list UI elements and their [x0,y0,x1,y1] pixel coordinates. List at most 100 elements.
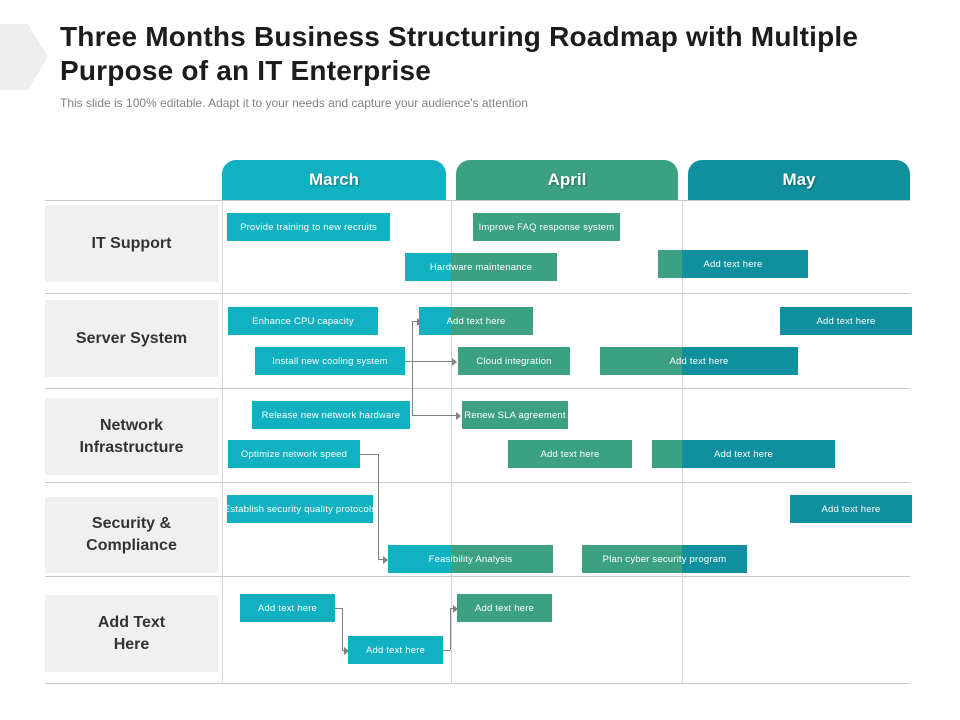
task-bar-segment-march [228,307,378,335]
connector-line [342,608,343,650]
month-tab-april[interactable]: April [456,160,678,200]
task-bar-segment-april [462,401,568,429]
month-tab-march[interactable]: March [222,160,446,200]
connector-line [450,608,453,609]
month-tab-may[interactable]: May [688,160,910,200]
task-bar[interactable]: Add text here [652,440,835,468]
task-bar-label: Enhance CPU capacity [252,315,354,327]
task-bar[interactable]: Add text here [419,307,533,335]
task-bar-segment-april [600,347,682,375]
task-bar-label: Add text here [703,258,763,270]
task-bar-segment-march [228,440,360,468]
connector-line [378,454,379,559]
row-label[interactable]: Server System [45,300,218,377]
connector-line [335,608,342,609]
task-bar[interactable]: Renew SLA agreement [462,401,568,429]
grid-row-line [45,200,910,201]
task-bar-segment-april [457,594,552,622]
task-bar-label: Improve FAQ response system [478,221,615,233]
task-bar-label: Install new cooling system [272,355,388,367]
task-bar[interactable]: Improve FAQ response system [473,213,620,241]
task-bar[interactable]: Add text here [508,440,632,468]
task-bar[interactable]: Add text here [348,636,443,664]
task-bar-label: Renew SLA agreement [464,409,566,421]
task-bar[interactable]: Install new cooling system [255,347,405,375]
connector-line [443,650,450,651]
task-bar-segment-march [227,495,373,523]
grid-row-line [45,482,910,483]
task-bar-segment-april [508,440,632,468]
task-bar-label: Add text here [821,503,881,515]
page-title: Three Months Business Structuring Roadma… [60,21,859,86]
task-bar-label: Hardware maintenance [429,261,533,273]
task-bar[interactable]: Optimize network speed [228,440,360,468]
task-bar-segment-march [348,636,443,664]
task-bar-label: Add text here [713,448,774,460]
task-bar[interactable]: Release new network hardware [252,401,410,429]
task-bar[interactable]: Provide training to new recruits [227,213,390,241]
task-bar[interactable]: Add text here [780,307,912,335]
connector-line [342,650,344,651]
task-bar[interactable]: Add text here [457,594,552,622]
task-bar-label: Cloud integration [476,355,552,367]
connector-arrow-icon [456,411,461,420]
task-bar-label: Establish security quality protocols [227,503,373,515]
task-bar-segment-may [790,495,912,523]
grid-row-line [45,683,910,684]
task-bar-label: Add text here [257,602,318,614]
task-bar-label: Add text here [446,315,506,327]
connector-line [412,361,452,362]
task-bar[interactable]: Cloud integration [458,347,570,375]
grid-row-line [45,293,910,294]
task-bar[interactable]: Plan cyber security program [582,545,747,573]
task-bar-segment-may [682,545,747,573]
task-bar[interactable]: Add text here [240,594,335,622]
row-label[interactable]: Network Infrastructure [45,398,218,475]
row-label[interactable]: Add Text Here [45,595,218,672]
connector-line [405,361,412,362]
task-bar-label: Plan cyber security program [602,553,727,565]
connector-arrow-icon [383,555,388,564]
task-bar[interactable]: Establish security quality protocols [227,495,373,523]
connector-line [450,608,451,650]
task-bar[interactable]: Add text here [600,347,798,375]
connector-arrow-icon [452,357,457,366]
grid-column-line [222,200,223,683]
task-bar-segment-may [682,250,808,278]
task-bar[interactable]: Enhance CPU capacity [228,307,378,335]
connector-line [412,415,456,416]
task-bar-segment-april [658,250,682,278]
connector-line [378,559,383,560]
grid-row-line [45,576,910,577]
grid-column-line [451,200,452,683]
task-bar-segment-march [405,253,451,281]
row-label[interactable]: Security & Compliance [45,497,218,573]
task-bar[interactable]: Add text here [658,250,808,278]
task-bar[interactable]: Add text here [790,495,912,523]
task-bar-label: Add text here [474,602,535,614]
connector-line [360,454,378,455]
task-bar-segment-march [388,545,451,573]
task-bar-label: Add text here [816,315,876,327]
connector-line [412,321,413,416]
task-bar-label: Add text here [365,644,426,656]
task-bar-label: Add text here [669,355,729,367]
task-bar[interactable]: Hardware maintenance [405,253,557,281]
task-bar-segment-april [652,440,682,468]
connector-arrow-icon [453,604,458,613]
task-bar-label: Provide training to new recruits [240,221,377,233]
task-bar-segment-april [582,545,682,573]
task-bar-segment-march [252,401,410,429]
task-bar[interactable]: Feasibility Analysis [388,545,553,573]
task-bar-label: Add text here [540,448,600,460]
task-bar-segment-april [451,545,553,573]
grid-row-line [45,388,910,389]
task-bar-segment-april [473,213,620,241]
connector-arrow-icon [344,646,349,655]
task-bar-segment-april [451,253,557,281]
row-label[interactable]: IT Support [45,205,218,282]
